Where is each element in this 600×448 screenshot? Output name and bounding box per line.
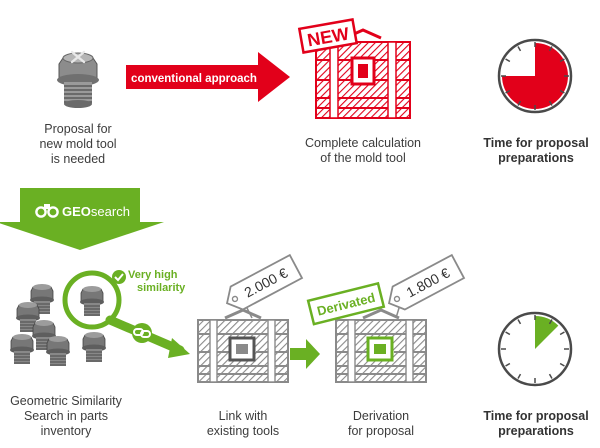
very-high-similarity-line2: similarity (137, 282, 186, 294)
clock-tick (505, 362, 511, 367)
derivation-arrow (290, 339, 320, 369)
derivated-stamp: Derivated (306, 281, 386, 326)
clock-tick (548, 319, 553, 325)
clock-tick (559, 89, 565, 94)
reduced-time-clock-icon (497, 311, 573, 387)
clock-tick (517, 46, 522, 52)
new-stamp: NEW (297, 18, 359, 54)
time-clock-icon (497, 38, 573, 114)
clock-tick (517, 319, 522, 325)
clock-tick (548, 100, 553, 106)
clock-tick (548, 373, 553, 379)
clock-tick (559, 58, 565, 63)
similarity-magnifier (62, 270, 190, 358)
time-caption-top: Time for proposal preparations (483, 136, 589, 165)
derived-mold-tool (335, 308, 427, 383)
conventional-approach-label: conventional approach (131, 73, 257, 85)
very-high-similarity-line1: Very high (128, 269, 178, 281)
search-caption: Geometric Similarity Search in parts inv… (10, 394, 122, 438)
binoculars-icon (35, 204, 59, 218)
clock-tick (505, 58, 511, 63)
clock-tick (548, 46, 553, 52)
geosearch-label: GEOsearch (62, 204, 130, 219)
price-tag-2000: 2.000 € (225, 253, 304, 319)
existing-mold-tool (197, 308, 289, 383)
calculation-caption: Complete calculation of the mold tool (304, 136, 422, 165)
clock-tick (559, 362, 565, 367)
derivation-caption: Derivation for proposal (347, 409, 414, 438)
clock-tick (517, 373, 522, 379)
conventional-approach-arrow: conventional approach (126, 52, 290, 102)
plug-part-icon (56, 50, 100, 109)
clock-tick (559, 331, 565, 336)
geosearch-label-prefix: GEO (62, 204, 91, 219)
chain-link-icon (133, 328, 151, 338)
clock-tick (517, 100, 522, 106)
clock-tick (505, 89, 511, 94)
geosearch-label-suffix: search (91, 204, 130, 219)
geosearch-arrow: GEOsearch (0, 188, 164, 250)
clock-tick (505, 331, 511, 336)
time-caption-bottom: Time for proposal preparations (483, 409, 589, 438)
red-mold-tool (315, 28, 411, 119)
link-caption: Link with existing tools (206, 409, 280, 438)
price-tag-1800: 1.800 € (387, 253, 466, 319)
proposal-caption: Proposal for new mold tool is needed (39, 122, 117, 166)
